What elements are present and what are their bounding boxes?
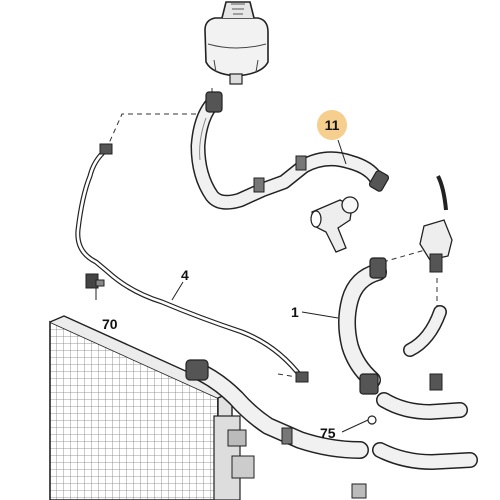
- callout-label-11: 11: [324, 117, 340, 133]
- callout-label-70: 70: [102, 316, 118, 332]
- callout-label-1: 1: [291, 304, 299, 320]
- hose-1: [338, 257, 387, 395]
- hose-11: [190, 91, 390, 210]
- pipe-4: [75, 143, 309, 383]
- engine-fittings: [351, 175, 478, 499]
- lower-hose: [185, 359, 369, 459]
- dashed-leaders: [105, 88, 438, 379]
- callout-badge-11: 11: [317, 110, 347, 140]
- clip-70: [85, 273, 105, 289]
- radiator: [49, 315, 255, 500]
- callout-label-4: 4: [181, 267, 189, 283]
- callout-label-75: 75: [320, 425, 336, 441]
- expansion-tank: [204, 1, 269, 85]
- callout-leaders: [95, 139, 369, 433]
- t-connector: [310, 196, 359, 253]
- screw-75: [367, 415, 377, 425]
